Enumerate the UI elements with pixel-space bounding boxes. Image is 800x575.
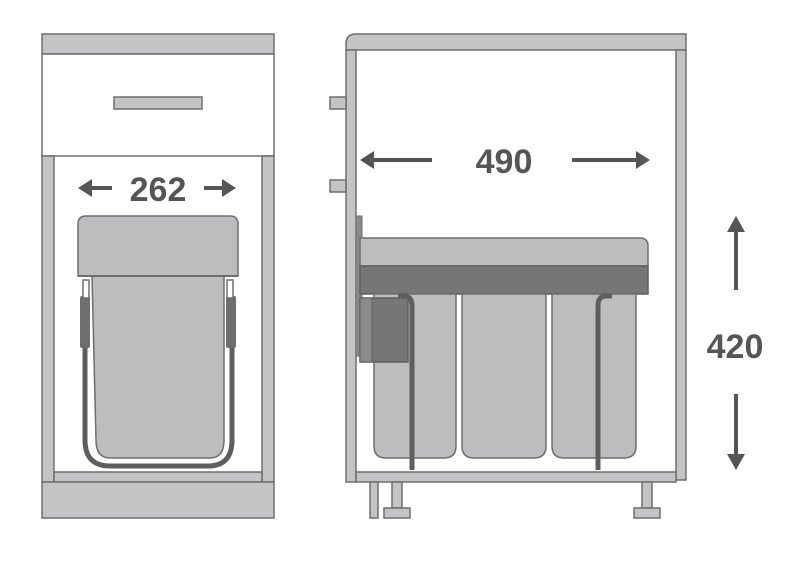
front-bottom-shelf	[53, 471, 263, 483]
front-bin-wire-frame	[82, 300, 235, 469]
arrow-right-icon	[222, 179, 236, 197]
side-lid	[359, 237, 649, 267]
foot-back-pad	[633, 507, 661, 519]
foot-back-stem	[641, 481, 653, 509]
hinge-upper	[329, 96, 347, 110]
front-bin	[77, 215, 239, 469]
side-back-wire-frame	[595, 293, 612, 470]
front-left-side-wall	[41, 155, 55, 483]
front-bin-left-clip	[80, 296, 90, 348]
front-right-side-wall	[261, 155, 275, 483]
side-bottom-shelf	[355, 471, 677, 483]
side-lid-band	[359, 265, 649, 295]
side-front-wire-frame	[398, 293, 415, 470]
height-dimension: 420	[707, 216, 764, 470]
foot-mid-pad	[383, 507, 411, 519]
front-top-panel	[41, 33, 275, 55]
side-front-frame	[345, 49, 357, 483]
front-plinth	[41, 481, 275, 519]
width-label: 262	[130, 171, 187, 209]
arrow-up-icon	[727, 216, 745, 232]
arrow-down-icon	[727, 454, 745, 470]
side-bin-3	[551, 293, 637, 459]
depth-dimension: 490	[360, 143, 650, 181]
side-top-panel	[345, 33, 687, 51]
foot-mid-stem	[391, 481, 403, 509]
side-view-cabinet	[329, 33, 687, 519]
side-back-wall	[675, 49, 687, 481]
depth-label: 490	[476, 143, 533, 181]
front-view-cabinet	[41, 33, 275, 519]
side-bin-2	[461, 293, 547, 459]
side-bin-assembly	[355, 215, 649, 470]
arrow-left-icon	[360, 151, 374, 169]
hinge-lower	[329, 179, 347, 193]
front-bin-body	[91, 275, 225, 459]
front-bin-right-clip	[226, 296, 236, 348]
arrow-right-icon	[636, 151, 650, 169]
front-bin-lid	[77, 215, 239, 277]
arrow-left-icon	[78, 179, 92, 197]
height-label: 420	[707, 328, 764, 366]
width-dimension: 262	[78, 171, 236, 209]
foot-front-stem	[369, 481, 379, 519]
drawer-handle	[113, 96, 203, 110]
